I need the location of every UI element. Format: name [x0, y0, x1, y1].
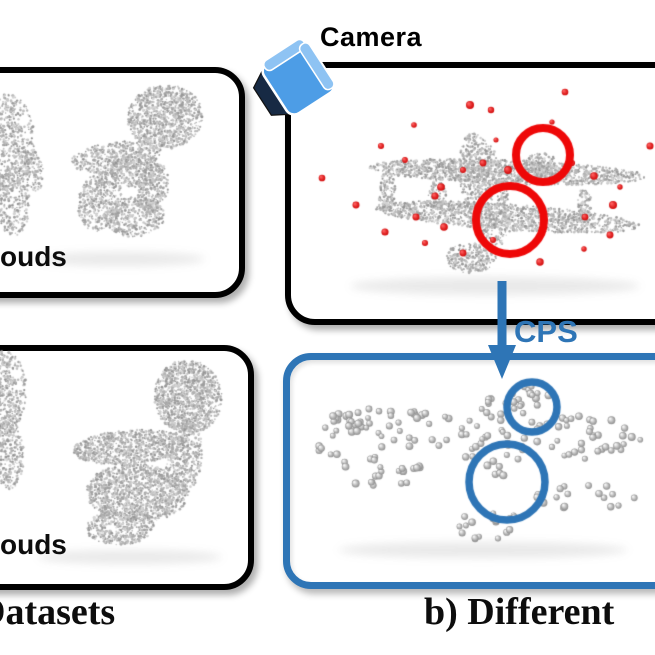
pointcloud-airplane-sampled — [288, 352, 655, 575]
camera-label: Camera — [320, 22, 423, 52]
cps-down-arrow-icon — [488, 281, 516, 379]
caption-datasets: Datasets — [0, 591, 116, 633]
camera-icon — [252, 38, 336, 116]
pointcloud-airplane-noisy — [285, 62, 655, 314]
caption-different: b) Different — [424, 591, 615, 633]
pointcloud-chairs-top — [0, 67, 233, 285]
pointclouds-label-top: ouds — [0, 241, 67, 272]
pointcloud-chairs-bottom — [0, 345, 242, 577]
cps-label: CPS — [514, 314, 578, 349]
pointclouds-label-bottom: ouds — [0, 529, 67, 560]
